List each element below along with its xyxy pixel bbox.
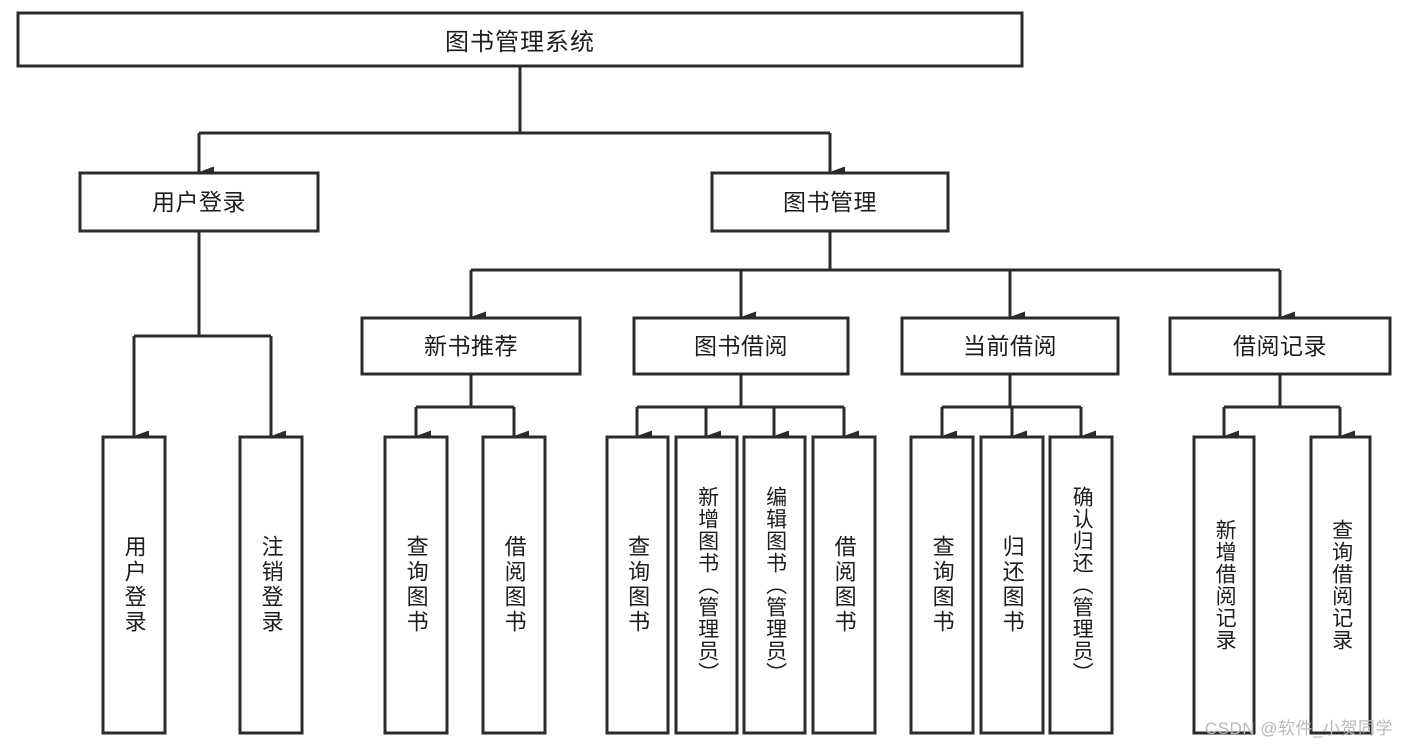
node-box-leaf-0-0[interactable] (101, 435, 167, 735)
node-box-leaf-0-1[interactable] (238, 435, 304, 735)
node-box-leaf-1-3-1[interactable] (1309, 435, 1372, 735)
node-box-level2-1-2[interactable] (900, 316, 1120, 376)
node-box-leaf-1-1-1[interactable] (674, 435, 739, 735)
node-box-root-0[interactable] (16, 11, 1024, 68)
connectors-newbook-children (414, 374, 529, 442)
node-box-leaf-1-3-0[interactable] (1192, 435, 1256, 735)
node-box-leaf-1-1-3[interactable] (811, 435, 877, 735)
connectors-userlogin-children (132, 231, 286, 442)
connectors-borrowrecord-children (1222, 374, 1355, 442)
node-box-level2-1-0[interactable] (360, 316, 582, 376)
node-box-leaf-1-2-2[interactable] (1048, 435, 1114, 735)
node-box-leaf-1-0-0[interactable] (383, 435, 449, 735)
node-box-level1-0[interactable] (78, 171, 320, 233)
node-box-leaf-1-2-0[interactable] (909, 435, 975, 735)
connectors-currentborrow-children (940, 374, 1096, 442)
node-box-level2-1-3[interactable] (1168, 316, 1392, 376)
node-box-level2-1-1[interactable] (632, 316, 850, 376)
node-box-leaf-1-2-1[interactable] (979, 435, 1045, 735)
node-box-leaf-1-1-2[interactable] (742, 435, 807, 735)
connectors-bookmanage-children (469, 231, 1295, 323)
connectors-bookborrow-children (635, 374, 859, 442)
connectors-root-to-level1 (197, 66, 845, 178)
watermark-text: CSDN @软件_小贺同学 (1204, 719, 1393, 738)
node-box-level1-1[interactable] (710, 171, 950, 233)
node-box-leaf-1-0-1[interactable] (481, 435, 547, 735)
node-boxes-layer (16, 11, 1392, 735)
node-box-leaf-1-1-0[interactable] (605, 435, 670, 735)
